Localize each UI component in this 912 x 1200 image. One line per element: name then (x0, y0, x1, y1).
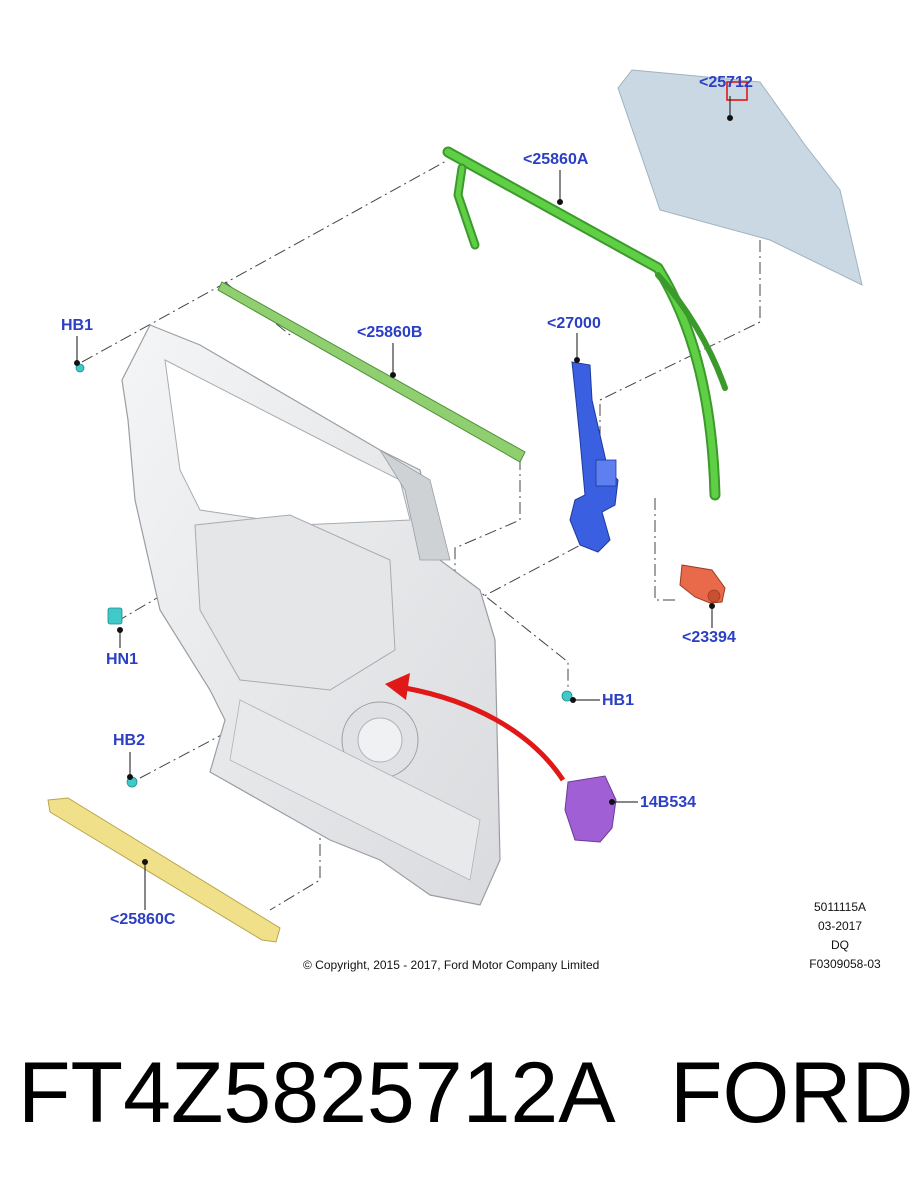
callout-glass: <25712 (699, 74, 753, 91)
window-motor (679, 564, 726, 604)
drawing-code: DQ (831, 938, 849, 952)
drawing-number: 5011115A (813, 900, 867, 914)
brand-name: FORD (670, 1045, 912, 1141)
fastener-hb1-top (75, 363, 85, 373)
callout-hb2: HB2 (113, 732, 146, 749)
highlight-box (726, 81, 748, 101)
callout-belt-weatherstrip: <25860B (357, 324, 423, 341)
part-number: FT4Z5825712A (18, 1045, 616, 1141)
fastener-hn1 (107, 607, 123, 625)
fastener-hb1-bottom (561, 690, 573, 702)
callout-motor: <23394 (682, 629, 736, 646)
callout-run-channel: <25860A (523, 151, 589, 168)
door-inner-panel (121, 324, 501, 906)
copyright-text: © Copyright, 2015 - 2017, Ford Motor Com… (303, 958, 600, 972)
glass-run-channel (442, 146, 728, 501)
callout-module: 14B534 (640, 794, 697, 811)
window-regulator (569, 361, 619, 553)
drawing-ref: F0309058-03 (809, 957, 881, 971)
diagram-drawing (47, 69, 863, 943)
module-location-arrow (385, 673, 566, 782)
exploded-diagram: <25712 <25860A <25860B <27000 <23394 14B… (47, 69, 881, 972)
bottom-weatherstrip (47, 797, 281, 943)
callout-hb1-top: HB1 (61, 317, 94, 334)
callout-leaders (74, 96, 733, 910)
callout-bottom-strip: <25860C (110, 911, 176, 928)
belt-weatherstrip (217, 281, 526, 463)
callout-hn1: HN1 (106, 651, 139, 668)
callout-regulator: <27000 (547, 315, 601, 332)
callout-hb1-bottom: HB1 (602, 692, 635, 709)
window-glass (617, 69, 863, 286)
drawing-date: 03-2017 (817, 919, 863, 933)
control-module (564, 775, 617, 843)
